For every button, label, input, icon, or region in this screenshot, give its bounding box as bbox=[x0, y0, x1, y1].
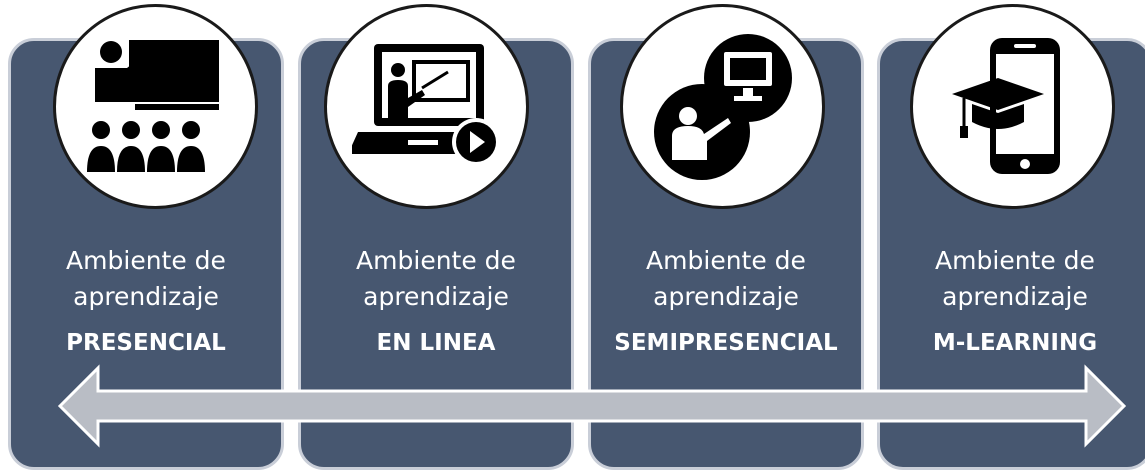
stage-label-line2: aprendizaje bbox=[653, 282, 799, 311]
stage-label-line1: Ambiente de bbox=[935, 246, 1095, 275]
icon-circle-en-linea bbox=[324, 4, 529, 209]
icon-circle-presencial bbox=[53, 4, 258, 209]
icon-circle-semipresencial bbox=[620, 4, 825, 209]
classroom-teacher-icon bbox=[86, 39, 219, 172]
phone-graduation-cap-icon bbox=[951, 37, 1060, 174]
stage-label-line2: aprendizaje bbox=[363, 282, 509, 311]
stage-label-m-learning: Ambiente de aprendizaje bbox=[877, 243, 1145, 315]
stage-label-line1: Ambiente de bbox=[356, 246, 516, 275]
laptop-video-teacher-icon bbox=[351, 43, 500, 166]
stage-type-m-learning: M-LEARNING bbox=[932, 330, 1098, 356]
stage-label-en-linea: Ambiente de aprendizaje bbox=[298, 243, 574, 315]
double-arrow-icon bbox=[58, 364, 1126, 448]
teacher-monitor-icon bbox=[653, 33, 792, 180]
stage-type-en-linea: EN LINEA bbox=[376, 330, 496, 356]
icon-circle-m-learning bbox=[910, 4, 1115, 209]
stage-type-semipresencial: SEMIPRESENCIAL bbox=[614, 330, 838, 356]
stage-label-line1: Ambiente de bbox=[66, 246, 226, 275]
stage-label-semipresencial: Ambiente de aprendizaje bbox=[588, 243, 864, 315]
stage-label-line2: aprendizaje bbox=[942, 282, 1088, 311]
stage-type-presencial: PRESENCIAL bbox=[66, 330, 226, 356]
stage-label-presencial: Ambiente de aprendizaje bbox=[8, 243, 284, 315]
stage-label-line2: aprendizaje bbox=[73, 282, 219, 311]
stage-label-line1: Ambiente de bbox=[646, 246, 806, 275]
